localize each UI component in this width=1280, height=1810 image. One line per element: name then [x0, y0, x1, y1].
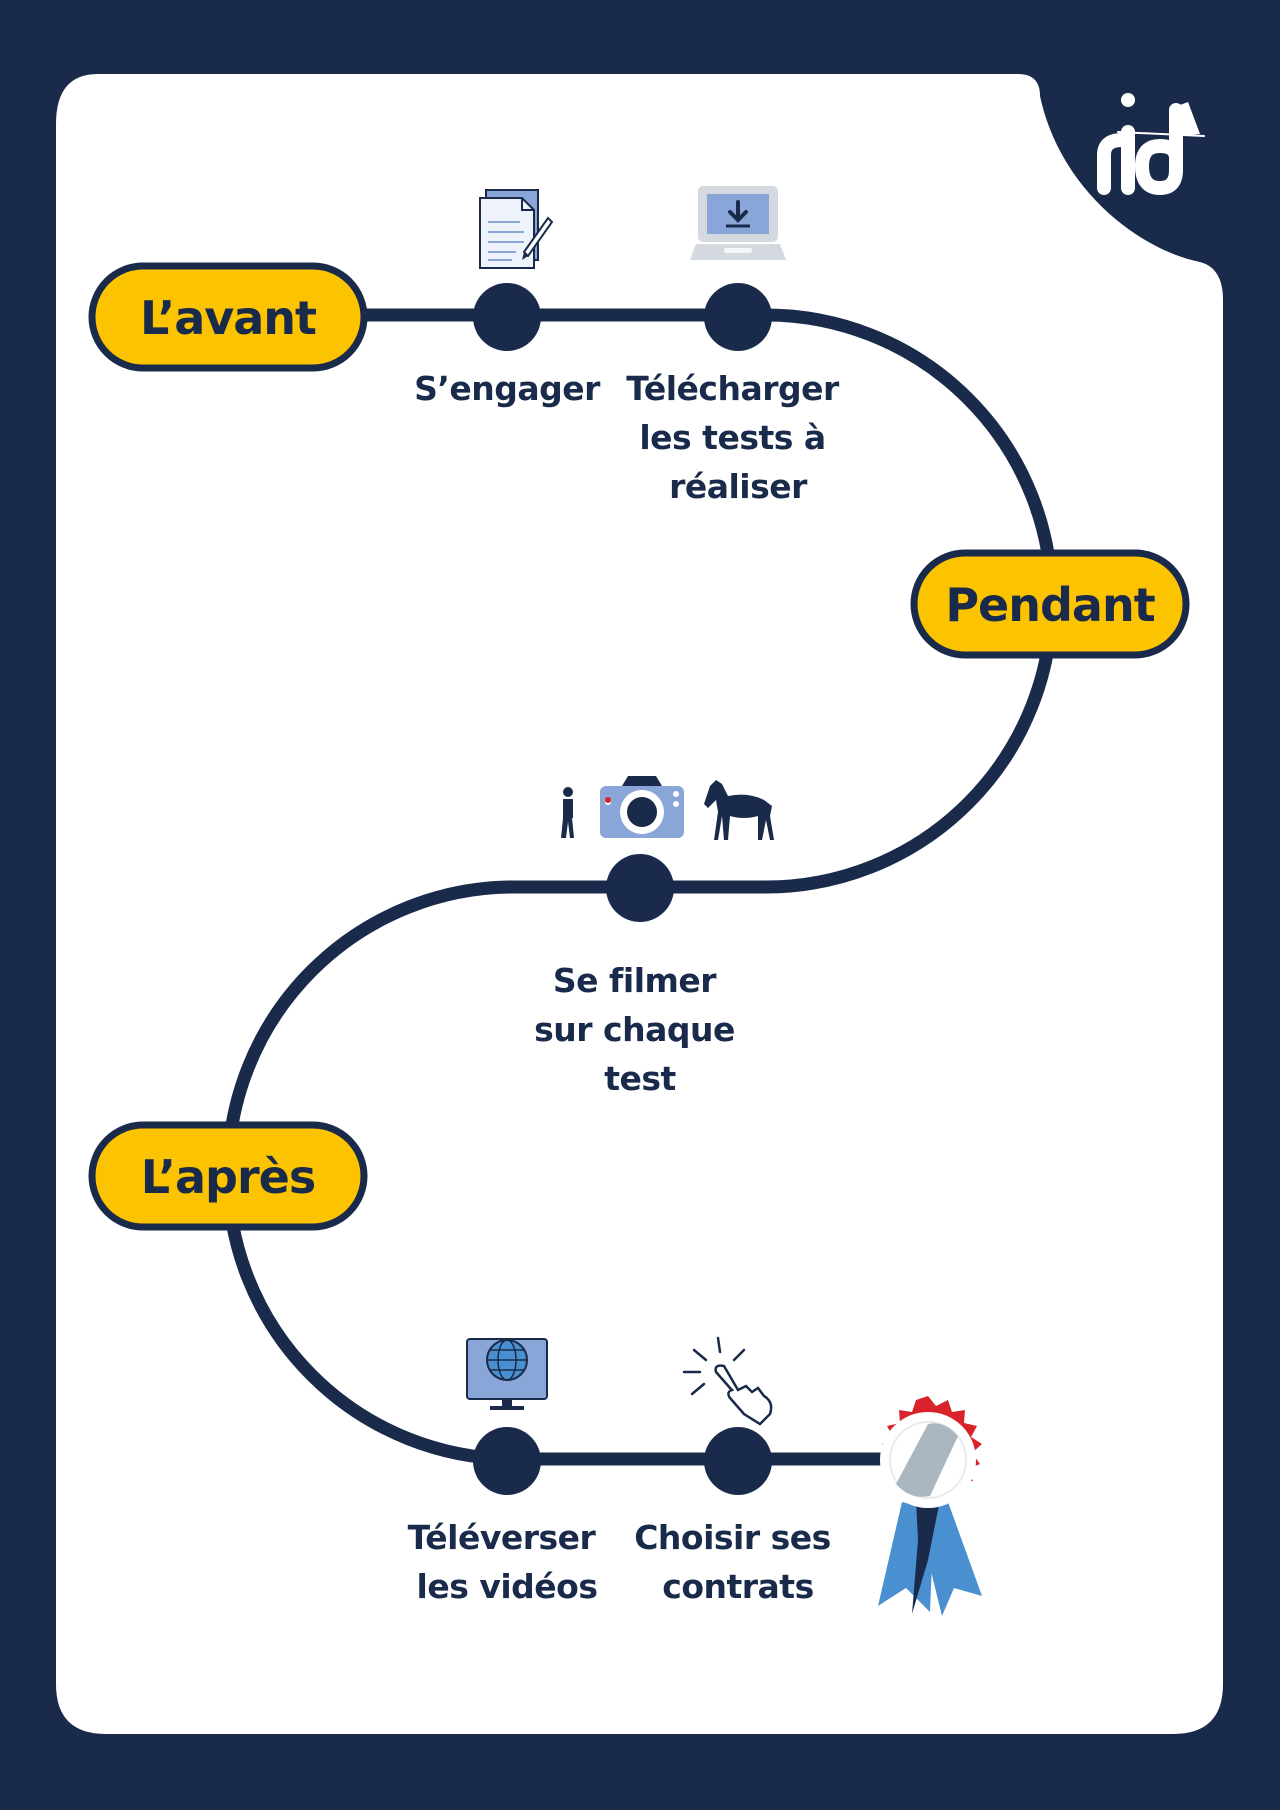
- step-node: [704, 283, 772, 351]
- step-node: [473, 1427, 541, 1495]
- phase-label: Pendant: [945, 578, 1154, 632]
- phase-pill-avant: L’avant: [88, 262, 368, 372]
- step-node: [473, 283, 541, 351]
- phase-pill-pendant: Pendant: [910, 549, 1190, 659]
- step-label: Se filmer sur chaque test: [534, 961, 746, 1098]
- award-rosette-icon: [878, 1396, 982, 1616]
- camera-person-horse-icon: [561, 776, 774, 840]
- step-node: [704, 1427, 772, 1495]
- pointer-hand-click-icon: [682, 1336, 773, 1426]
- rid-logo-icon: [1097, 93, 1205, 196]
- step-label: S’engager: [414, 369, 601, 408]
- phase-label: L’avant: [140, 291, 316, 345]
- step-label: Télécharger les tests à réaliser: [626, 369, 850, 506]
- step-label: Téléverser les vidéos: [408, 1518, 607, 1606]
- horse-icon: [704, 780, 774, 840]
- laptop-download-icon: [690, 186, 786, 260]
- document-pen-icon: [479, 189, 554, 269]
- step-label: Choisir ses contrats: [634, 1518, 842, 1606]
- step-node: [606, 854, 674, 922]
- person-icon: [561, 787, 574, 838]
- phase-pill-apres: L’après: [88, 1121, 368, 1231]
- camera-icon: [600, 776, 684, 838]
- monitor-globe-icon: [466, 1338, 548, 1410]
- phase-label: L’après: [141, 1150, 315, 1204]
